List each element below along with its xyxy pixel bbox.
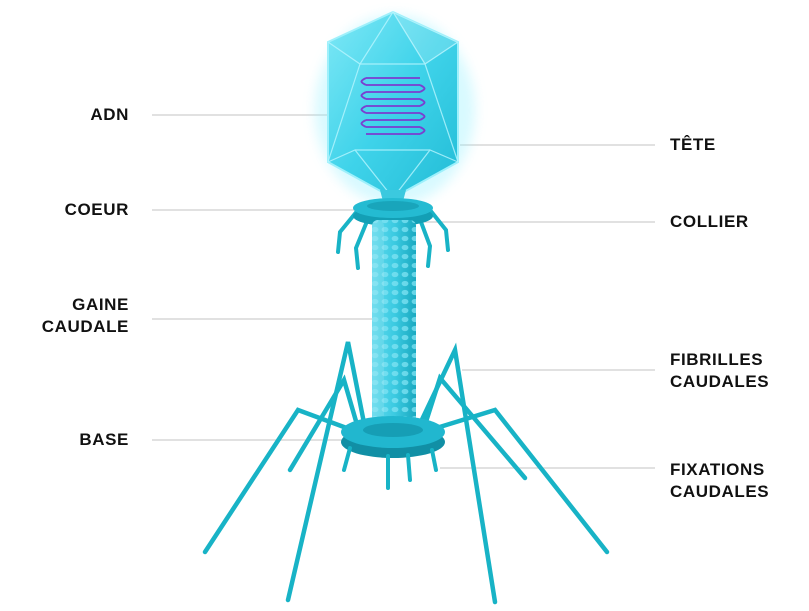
- label-fibrilles-line-2: CAUDALES: [670, 371, 769, 393]
- label-tete: TÊTE: [670, 134, 716, 156]
- tail-pin-4: [408, 455, 410, 480]
- label-gaine-line-2: CAUDALE: [42, 316, 129, 338]
- label-fixations-line-2: CAUDALES: [670, 481, 769, 503]
- tail-sheath: [372, 220, 416, 425]
- label-fibrilles-line-1: FIBRILLES: [670, 349, 769, 371]
- label-base: BASE: [79, 429, 129, 451]
- label-coeur-line-1: COEUR: [65, 199, 129, 221]
- label-fixations-line-1: FIXATIONS: [670, 459, 769, 481]
- tail-fiber-left-outer: [205, 410, 352, 552]
- tail-pin-3: [432, 450, 436, 470]
- label-adn: ADN: [90, 104, 129, 126]
- tail-pin-1: [344, 448, 350, 470]
- tail-fiber-right-inner: [418, 350, 495, 602]
- label-tete-line-1: TÊTE: [670, 134, 716, 156]
- label-fibrilles-caudales: FIBRILLES CAUDALES: [670, 349, 769, 393]
- tail-fiber-left-inner: [288, 342, 365, 600]
- label-adn-line-1: ADN: [90, 104, 129, 126]
- label-collier: COLLIER: [670, 211, 749, 233]
- tail-fiber-right-outer: [430, 410, 607, 552]
- label-gaine-line-1: GAINE: [42, 294, 129, 316]
- label-fixations-caudales: FIXATIONS CAUDALES: [670, 459, 769, 503]
- label-base-line-1: BASE: [79, 429, 129, 451]
- base-plate: [341, 416, 445, 458]
- label-gaine-caudale: GAINE CAUDALE: [42, 294, 129, 338]
- label-coeur: COEUR: [65, 199, 129, 221]
- label-collier-line-1: COLLIER: [670, 211, 749, 233]
